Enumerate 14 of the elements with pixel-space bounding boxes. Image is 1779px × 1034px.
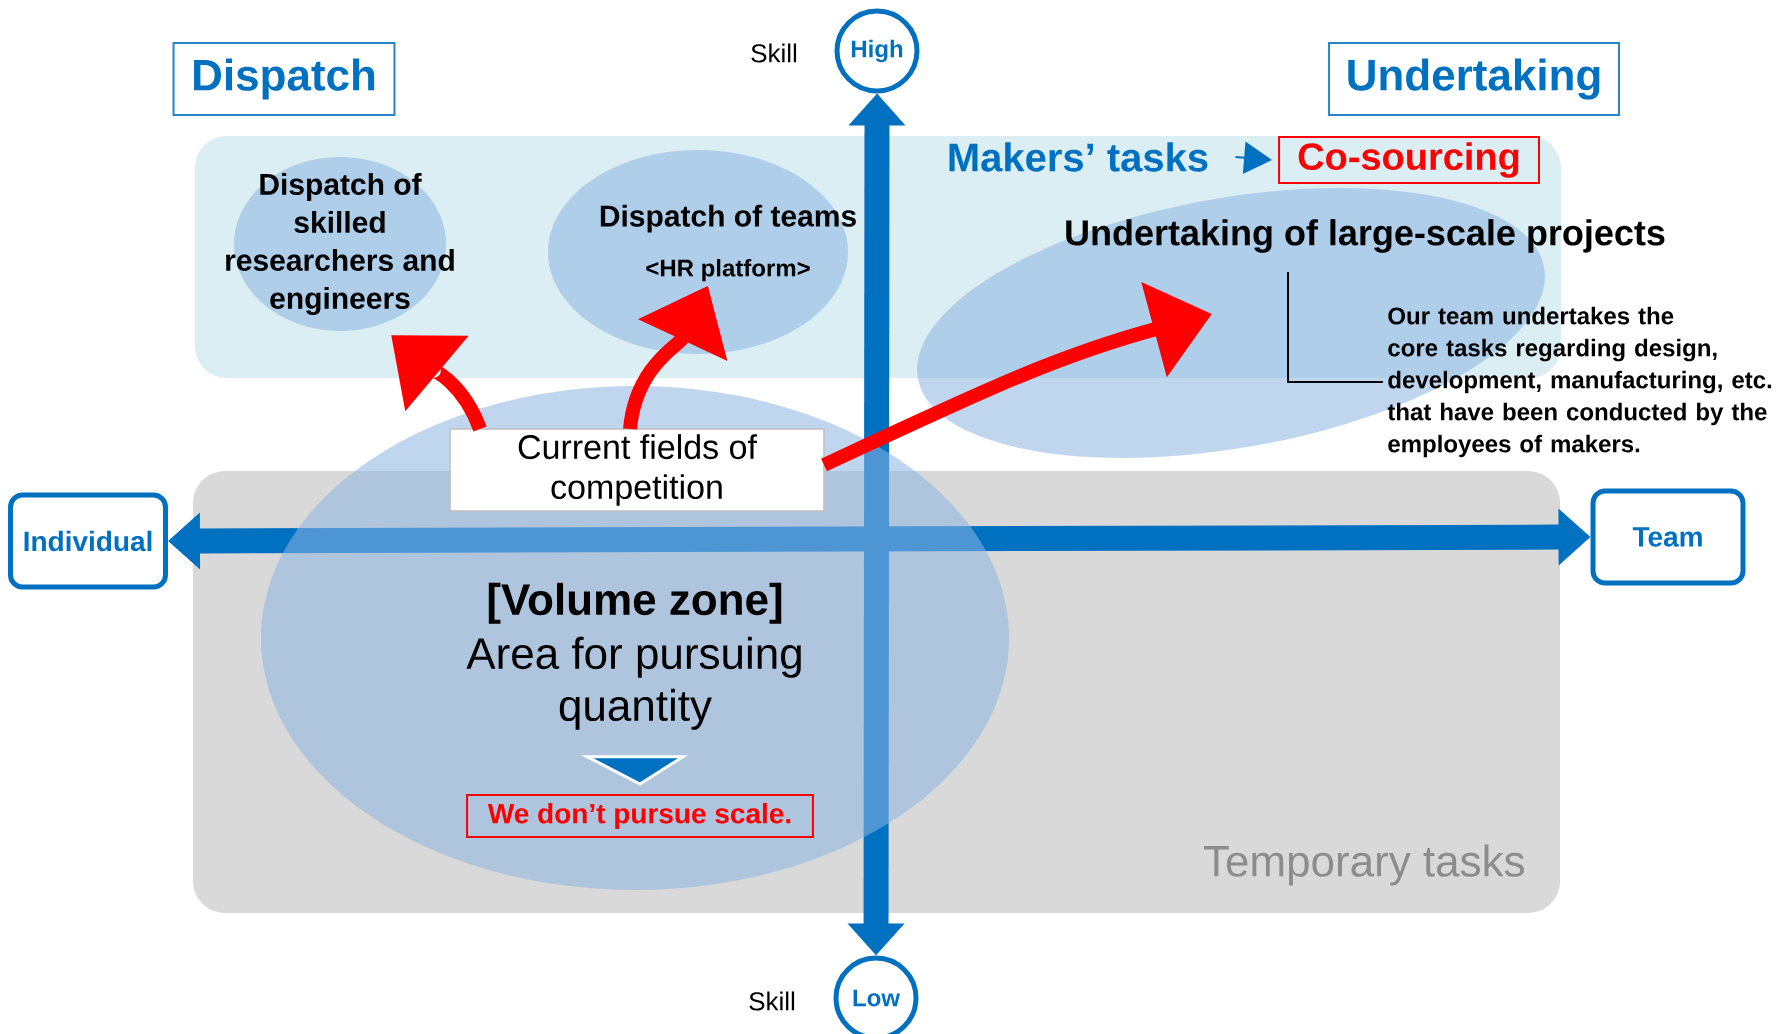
axis-end-box: Individual bbox=[8, 492, 168, 590]
leader-line bbox=[1287, 271, 1384, 383]
outlined-box: We don’t pursue scale. bbox=[466, 794, 814, 838]
outlined-box: Co-sourcing bbox=[1278, 136, 1540, 184]
note-text: Our team undertakes the core tasks regarding design, development, manufacturing, etc. that have been conducted by the employees of makers. bbox=[1387, 306, 1772, 458]
text-box: Current fields of competition bbox=[449, 428, 825, 512]
label-box: Undertaking bbox=[1328, 42, 1620, 116]
ellipse-area: Dispatch of teams <HR platform> bbox=[548, 150, 856, 354]
axis-label: Skill bbox=[749, 991, 795, 1011]
label-box: Dispatch bbox=[172, 42, 396, 116]
axis-end-box: Team bbox=[1590, 488, 1746, 586]
band-label: Temporary tasks bbox=[1203, 844, 1524, 886]
ellipse-area: Dispatch of skilled researchers and engineers bbox=[226, 157, 454, 331]
axis-label: Skill bbox=[751, 43, 797, 63]
